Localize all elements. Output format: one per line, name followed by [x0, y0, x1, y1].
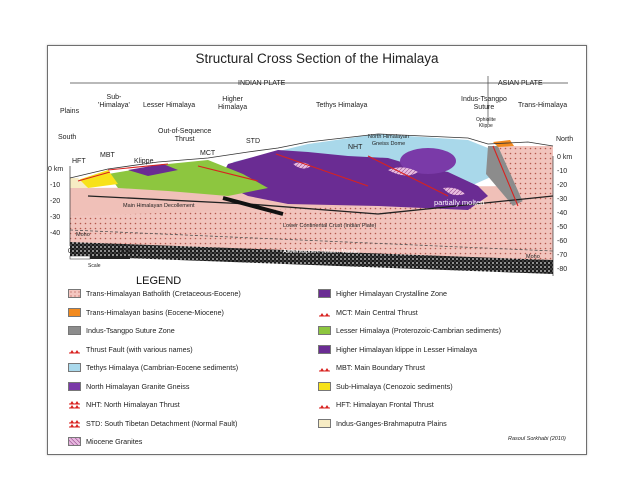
- legend-label-right-6: HFT: Himalayan Frontal Thrust: [336, 400, 434, 409]
- legend-swatch-right-6: [319, 405, 330, 409]
- moho-line: [69, 229, 554, 252]
- asian-plate-label: ASIAN PLATE: [498, 80, 543, 87]
- depth-right-70: -70: [557, 252, 568, 259]
- legend-swatch-left-5: [68, 381, 81, 391]
- legend-swatch-right-2: [318, 326, 331, 335]
- legend-label-left-7: STD: South Tibetan Detachment (Normal Fa…: [86, 418, 238, 428]
- depth-right-40: -40: [557, 210, 568, 217]
- depth-right-60: -60: [557, 238, 568, 245]
- depth-right-30: -30: [557, 196, 568, 203]
- indian-plate-label: INDIAN PLATE: [238, 80, 286, 87]
- plains-body: [70, 178, 88, 188]
- fault-oos-thrust: Out-of-Sequence Thrust: [158, 128, 212, 143]
- legend-swatch-left-6: [69, 401, 80, 409]
- decollement-line: [87, 195, 554, 215]
- fault-nht: NHT: [348, 144, 363, 151]
- depth-left-30: -30: [50, 214, 61, 221]
- gneiss-dome: [400, 148, 456, 174]
- depth-right-0: 0 km: [557, 154, 573, 161]
- legend-label-right-0: Higher Himalayan Crystalline Zone: [336, 289, 448, 298]
- depth-left-40: -40: [50, 230, 61, 237]
- legend-swatch-right-7: [318, 418, 331, 428]
- fault-hft: HFT: [72, 158, 86, 165]
- legend-label-right-4: MBT: Main Boundary Thrust: [336, 363, 425, 372]
- legend-swatch-right-0: [318, 289, 331, 298]
- higher-himalayan-zone: [218, 150, 488, 210]
- scale-fifty: 50 km: [118, 248, 138, 255]
- decollement-label: Main Himalayan Decollement: [123, 203, 195, 209]
- scale-bar: [70, 256, 130, 259]
- legend-swatch-right-1: [319, 312, 330, 316]
- legend-label-right-3: Higher Himalayan klippe in Lesser Himala…: [336, 344, 478, 354]
- region-tethys-himalaya: Tethys Himalaya: [316, 102, 368, 109]
- legend-swatch-left-2: [68, 326, 81, 335]
- region-plains: Plains: [60, 108, 80, 115]
- legend-label-right-1: MCT: Main Central Thrust: [336, 307, 418, 317]
- fault-mbt: MBT: [100, 152, 115, 159]
- fault-mct: MCT: [200, 150, 216, 157]
- legend-title: LEGEND: [136, 275, 182, 287]
- legend-swatch-right-3: [318, 344, 331, 354]
- sub-himalaya: [78, 170, 118, 188]
- depth-right-10: -10: [557, 168, 568, 175]
- region-sub-himalaya: Sub- 'Himalaya': [98, 94, 130, 109]
- legend-label-left-1: Trans-Himalayan basins (Eocene-Miocene): [86, 307, 224, 317]
- fault-std: STD: [246, 138, 260, 145]
- miocene-granite-2: [293, 162, 311, 169]
- depth-left-10: -10: [50, 182, 61, 189]
- legend-label-right-2: Lesser Himalaya (Proterozoic-Cambrian se…: [336, 326, 501, 335]
- gneiss-dome-label: North Himalayan Gneiss Dome: [368, 134, 409, 147]
- legend-label-left-5: North Himalayan Granite Gneiss: [86, 381, 190, 391]
- figure-title: Structural Cross Section of the Himalaya: [195, 51, 439, 66]
- credit-text: Rasoul Sorkhabi (2010): [508, 436, 566, 442]
- scale-zero: 0: [68, 248, 72, 255]
- miocene-granite-3: [443, 187, 465, 196]
- scale-bar-segment: [69, 255, 91, 260]
- moho-right-label: Moho: [526, 254, 540, 260]
- region-trans-himalaya: Trans-Himalaya: [518, 102, 568, 109]
- depth-left-20: -20: [50, 198, 61, 205]
- legend-label-left-3: Thrust Fault (with various names): [86, 344, 193, 354]
- legend-swatch-right-5: [318, 381, 331, 391]
- legend-label-left-6: NHT: North Himalayan Thrust: [86, 400, 180, 409]
- legend-label-left-2: Indus-Tsangpo Suture Zone: [86, 326, 175, 335]
- legend-swatch-left-4: [68, 363, 81, 372]
- direction-north: North: [556, 136, 574, 143]
- depth-left-0: 0 km: [48, 166, 64, 173]
- figure-panel: Structural Cross Section of the Himalaya: [47, 45, 587, 455]
- asthenosphere-label: Asthenosphere (Molten Mantle): [283, 249, 360, 255]
- legend-label-left-4: Tethys Himalaya (Cambrian-Eocene sedimen…: [86, 363, 239, 372]
- region-lesser-himalaya: Lesser Himalaya: [143, 102, 196, 109]
- ophiolite-label: Ophiolite Klippe: [476, 117, 496, 129]
- legend-swatch-right-4: [319, 368, 330, 372]
- lower-crust-label: Lower Continental Crust (Indian Plate): [283, 223, 377, 229]
- depth-right-50: -50: [557, 224, 568, 231]
- legend-swatch-left-8: [68, 437, 81, 446]
- scale-label: Scale: [88, 263, 101, 269]
- moho-left-label: Moho: [76, 232, 90, 238]
- depth-right-80: -80: [557, 266, 568, 273]
- region-indus-tsangpo: Indus-Tsangpo Suture: [461, 96, 507, 111]
- klippe-body: [128, 164, 178, 176]
- legend-label-left-8: Miocene Granites: [86, 437, 143, 446]
- suture-zone: [486, 146, 523, 206]
- surface-line: [69, 133, 554, 179]
- region-higher-himalaya: Higher Himalaya: [218, 96, 248, 111]
- direction-south: South: [58, 134, 77, 141]
- decollement-ramp: [222, 196, 284, 216]
- depth-right-20: -20: [557, 182, 568, 189]
- legend-swatch-left-3: [69, 349, 80, 353]
- fault-klippe: Klippe: [134, 158, 154, 165]
- cross-section-diagram: [69, 76, 568, 276]
- legend-swatch-left-1: [68, 307, 81, 317]
- legend-label-left-0: Trans-Himalayan Batholith (Cretaceous-Eo…: [86, 289, 241, 298]
- trans-himalayan-batholith: [498, 146, 553, 206]
- fault-lines: [77, 145, 519, 207]
- legend-label-right-5: Sub-Himalaya (Cenozoic sediments): [336, 381, 453, 391]
- partially-molten-label: partially molten: [434, 198, 485, 207]
- legend-swatch-left-0: [68, 289, 81, 298]
- legend-label-right-7: Indus-Ganges-Brahmaputra Plains: [336, 418, 447, 428]
- legend-swatch-left-7: [69, 419, 80, 427]
